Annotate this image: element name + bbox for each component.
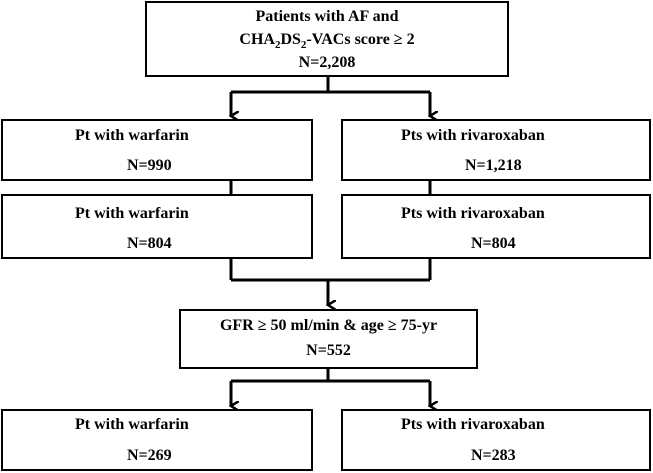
score-criterion: CHA2DS2-VACs score ≥ 2 [239,31,415,51]
rivaroxaban-final-box: Pts with rivaroxaban N=283 [341,409,651,471]
rivaroxaban-final-label: Pts with rivaroxaban [401,416,545,433]
total-patients-count: N=2,208 [298,54,356,71]
warfarin-initial-box: Pt with warfarin N=990 [1,119,313,181]
warfarin-final-box: Pt with warfarin N=269 [1,409,313,471]
gfr-age-filter-box: GFR ≥ 50 ml/min & age ≥ 75-yr N=552 [179,309,478,369]
rivaroxaban-initial-box: Pts with rivaroxaban N=1,218 [341,119,651,181]
rivaroxaban-initial-label: Pts with rivaroxaban [401,127,545,144]
gfr-age-criterion: GFR ≥ 50 ml/min & age ≥ 75-yr [219,317,438,334]
warfarin-matched-label: Pt with warfarin [75,205,189,222]
rivaroxaban-matched-label: Pts with rivaroxaban [401,205,545,222]
warfarin-final-label: Pt with warfarin [75,416,189,433]
warfarin-initial-label: Pt with warfarin [75,127,189,144]
warfarin-initial-count: N=990 [127,157,172,174]
total-patients-title: Patients with AF and [255,8,399,25]
rivaroxaban-final-count: N=283 [471,447,516,464]
warfarin-matched-count: N=804 [127,235,172,252]
total-patients-box: Patients with AF and CHA2DS2-VACs score … [145,1,509,77]
gfr-age-count: N=552 [306,342,351,359]
warfarin-matched-box: Pt with warfarin N=804 [1,194,313,259]
rivaroxaban-matched-count: N=804 [471,235,516,252]
warfarin-final-count: N=269 [127,447,172,464]
rivaroxaban-matched-box: Pts with rivaroxaban N=804 [341,194,651,259]
rivaroxaban-initial-count: N=1,218 [465,157,522,174]
